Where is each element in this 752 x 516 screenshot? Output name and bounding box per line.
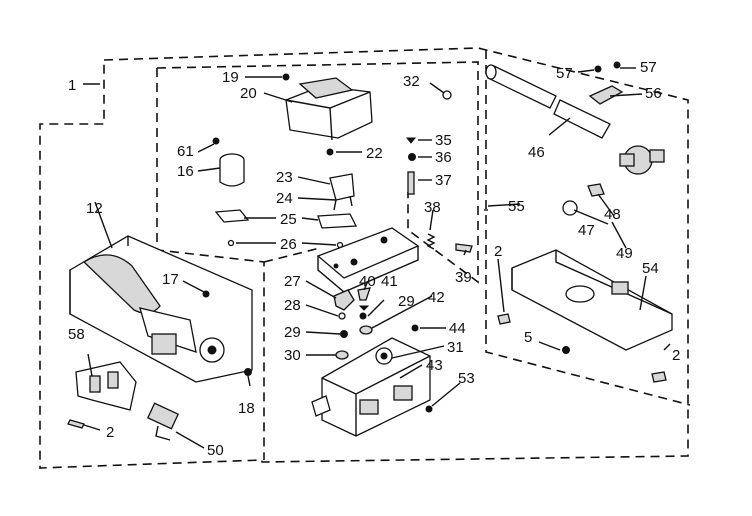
part-28-seal (338, 312, 346, 320)
part-47-fitting (562, 200, 578, 216)
part-35-washer (405, 137, 417, 144)
label-12: 12 (86, 200, 103, 217)
label-44: 44 (449, 320, 466, 337)
label-47: 47 (578, 222, 595, 239)
part-tee-fitting (619, 145, 665, 175)
part-48-clip (587, 183, 605, 197)
label-2-center: 2 (494, 243, 502, 260)
part-19-screw (282, 73, 290, 81)
label-61: 61 (177, 143, 194, 160)
label-2-right: 2 (672, 347, 680, 364)
label-1: 1 (68, 77, 76, 94)
part-2-screw-left (67, 419, 85, 429)
part-50-orifice (146, 402, 180, 441)
part-39-screw (455, 243, 473, 253)
part-29-seal-left (340, 330, 348, 338)
label-39: 39 (455, 269, 472, 286)
label-58: 58 (68, 326, 85, 343)
part-61-screw (212, 137, 220, 145)
part-56-clamp (588, 85, 624, 105)
callout-labels: 1 2 2 2 5 12 16 17 18 19 20 22 23 24 25 … (68, 59, 680, 459)
label-38: 38 (424, 199, 441, 216)
part-31-valve-body (311, 337, 431, 437)
part-16-plunger (219, 153, 245, 187)
label-40: 40 (359, 273, 376, 290)
label-53: 53 (458, 370, 475, 387)
part-20-coil-housing (285, 77, 373, 141)
part-40-poppet (357, 287, 371, 301)
label-46: 46 (528, 144, 545, 161)
leader-lines (83, 67, 671, 449)
part-58-bracket (75, 361, 137, 411)
part-54-mounting-plate (511, 249, 673, 351)
part-41-washer (358, 305, 370, 311)
part-27-poppet (333, 289, 355, 311)
label-41: 41 (381, 273, 398, 290)
label-35: 35 (435, 132, 452, 149)
label-37: 37 (435, 172, 452, 189)
label-31: 31 (447, 339, 464, 356)
label-19: 19 (222, 69, 239, 86)
part-26-pin-left (227, 239, 235, 247)
part-37-spring (407, 171, 415, 195)
label-16: 16 (177, 163, 194, 180)
label-22: 22 (366, 145, 383, 162)
label-36: 36 (435, 149, 452, 166)
part-12-burner-assembly (69, 235, 253, 383)
burner-dashed-boundary (263, 247, 321, 263)
label-29-left: 29 (284, 324, 301, 341)
part-53-nut (425, 405, 433, 413)
label-42: 42 (428, 289, 445, 306)
part-23-bracket (329, 173, 355, 211)
label-57-left: 57 (556, 65, 573, 82)
label-54: 54 (642, 260, 659, 277)
label-5: 5 (524, 329, 532, 346)
part-38-spring (426, 233, 436, 250)
label-18: 18 (238, 400, 255, 417)
label-55: 55 (508, 198, 525, 215)
label-57-right: 57 (640, 59, 657, 76)
outer-dashed-boundary (39, 47, 689, 469)
label-43: 43 (426, 357, 443, 374)
part-29-seal-right (359, 312, 367, 320)
right-box-dashed-boundary (485, 50, 691, 406)
part-57-screw-right (613, 61, 621, 69)
part-36-ball (408, 153, 416, 161)
label-50: 50 (207, 442, 224, 459)
label-32: 32 (403, 73, 420, 90)
label-17: 17 (162, 271, 179, 288)
label-20: 20 (240, 85, 257, 102)
part-17-screw (202, 290, 210, 298)
label-25: 25 (280, 211, 297, 228)
part-2-screw-right (651, 371, 667, 383)
label-2-left: 2 (106, 424, 114, 441)
part-30-gasket (335, 350, 349, 360)
part-46-tube (485, 64, 611, 139)
part-44-screw (411, 324, 419, 332)
label-27: 27 (284, 273, 301, 290)
part-18-nut (244, 368, 252, 376)
part-42-gasket (359, 325, 373, 335)
part-2-pin-center (497, 313, 511, 325)
label-48: 48 (604, 206, 621, 223)
part-25-plate-left (214, 209, 250, 223)
part-valve-top-plate (316, 227, 420, 293)
label-23: 23 (276, 169, 293, 186)
part-22-screw (326, 148, 334, 156)
inner-dashed-boundary (156, 61, 479, 460)
label-29-right: 29 (398, 293, 415, 310)
part-5-screw (562, 346, 570, 354)
part-32-nut (442, 90, 452, 100)
part-57-screw-left (594, 65, 602, 73)
label-30: 30 (284, 347, 301, 364)
label-49: 49 (616, 245, 633, 262)
label-28: 28 (284, 297, 301, 314)
label-26: 26 (280, 236, 297, 253)
label-24: 24 (276, 190, 293, 207)
label-56: 56 (645, 85, 662, 102)
part-25-plate-right (317, 213, 358, 229)
